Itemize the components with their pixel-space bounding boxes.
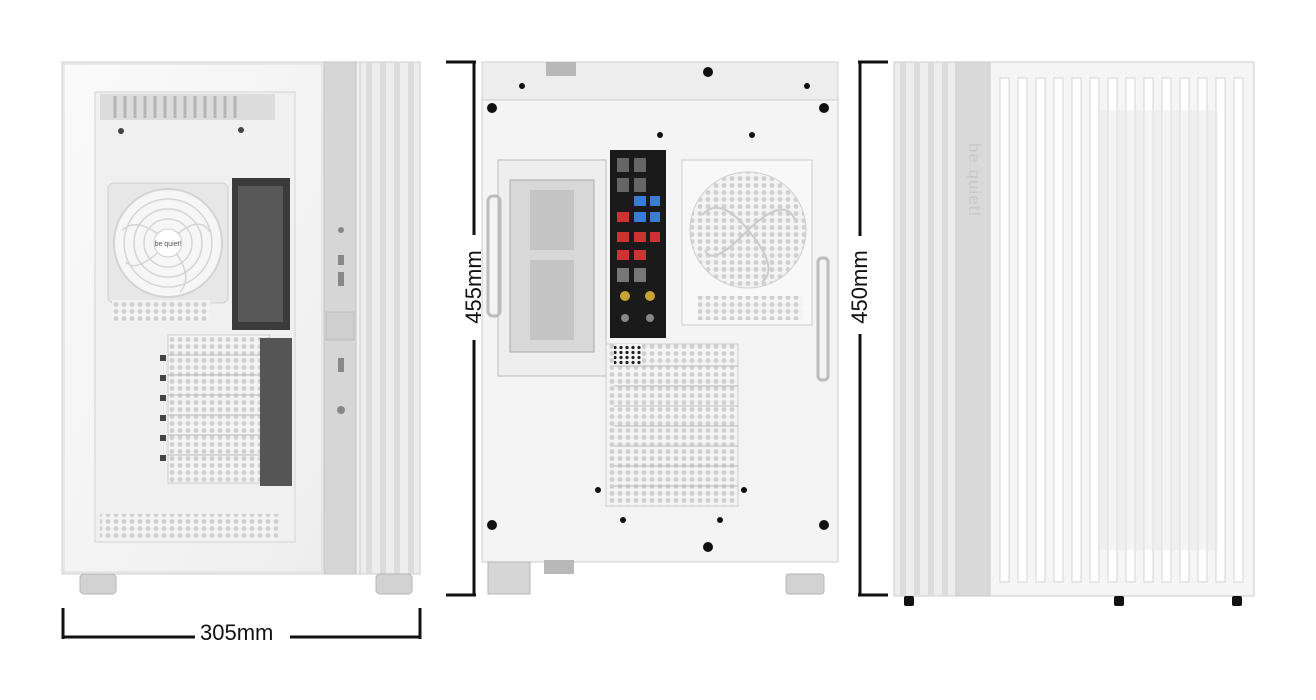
rear-screws <box>487 67 829 552</box>
front-height-dimension-label: 450mm <box>847 250 872 324</box>
fan-hub-logo: be quiet! <box>155 241 182 248</box>
rear-height-dimension-label: 455mm <box>461 250 486 324</box>
front-view <box>893 61 1255 606</box>
front-height-dimension-line <box>858 60 888 597</box>
pcie-slots <box>605 343 739 507</box>
front-panel-logo: be quiet! <box>965 142 984 218</box>
side-view: be quiet! <box>61 61 421 595</box>
width-dimension-line <box>61 608 422 639</box>
width-dimension-label: 305mm <box>200 620 274 645</box>
rear-height-dimension-line <box>446 60 476 597</box>
rear-view <box>481 61 839 595</box>
io-ports <box>617 158 660 322</box>
top-vent-slots <box>113 96 237 118</box>
front-fins <box>359 61 421 575</box>
